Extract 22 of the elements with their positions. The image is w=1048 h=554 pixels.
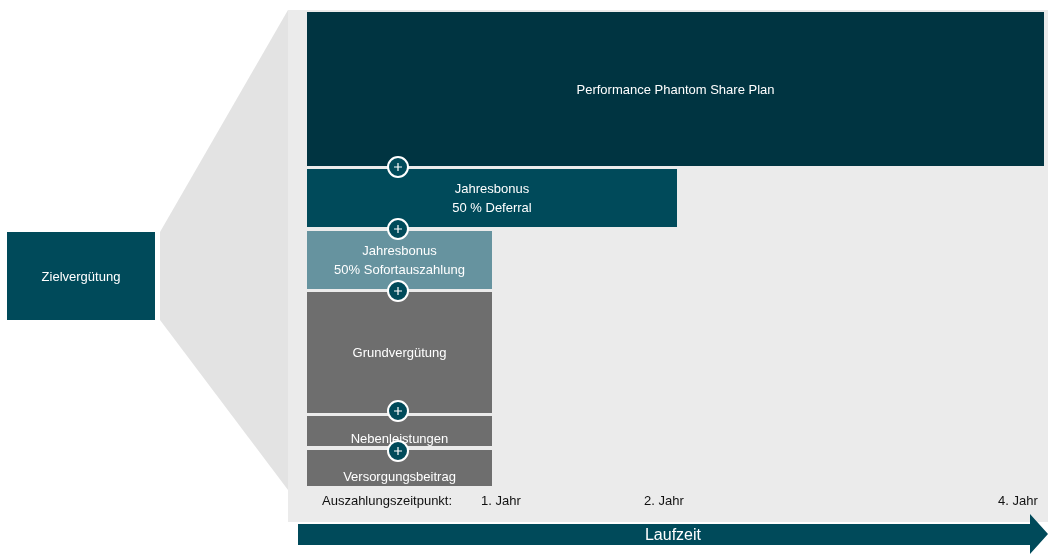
pay-component-block — [307, 231, 492, 289]
block-label: Grundvergütung — [352, 344, 447, 362]
pay-component-block — [307, 292, 492, 413]
block-label: Versorgungsbeitrag — [343, 467, 456, 486]
pay-component-block — [307, 169, 677, 227]
block-label: Zielvergütung — [41, 267, 121, 286]
block-label: Jahresbonus — [362, 242, 437, 260]
block-label: 50% Sofortauszahlung — [334, 261, 465, 279]
pay-component-block — [307, 450, 492, 486]
block-label: Jahresbonus — [454, 180, 530, 198]
timeline-arrow — [298, 514, 1048, 554]
block-label: Performance Phantom Share Plan — [576, 80, 775, 99]
pay-component-block — [307, 416, 492, 446]
block-label: 50 % Deferral — [452, 199, 532, 217]
year-label: 1. Jahr — [481, 493, 521, 508]
block-label: Nebenleistungen — [350, 429, 449, 448]
arrow-label: Laufzeit — [644, 524, 701, 544]
year-label: 2. Jahr — [644, 493, 684, 508]
pay-component-block — [307, 12, 1044, 166]
year-label: 4. Jahr — [998, 493, 1038, 508]
axis-caption: Auszahlungszeitpunkt: — [322, 493, 453, 508]
target-pay-box — [7, 232, 155, 320]
